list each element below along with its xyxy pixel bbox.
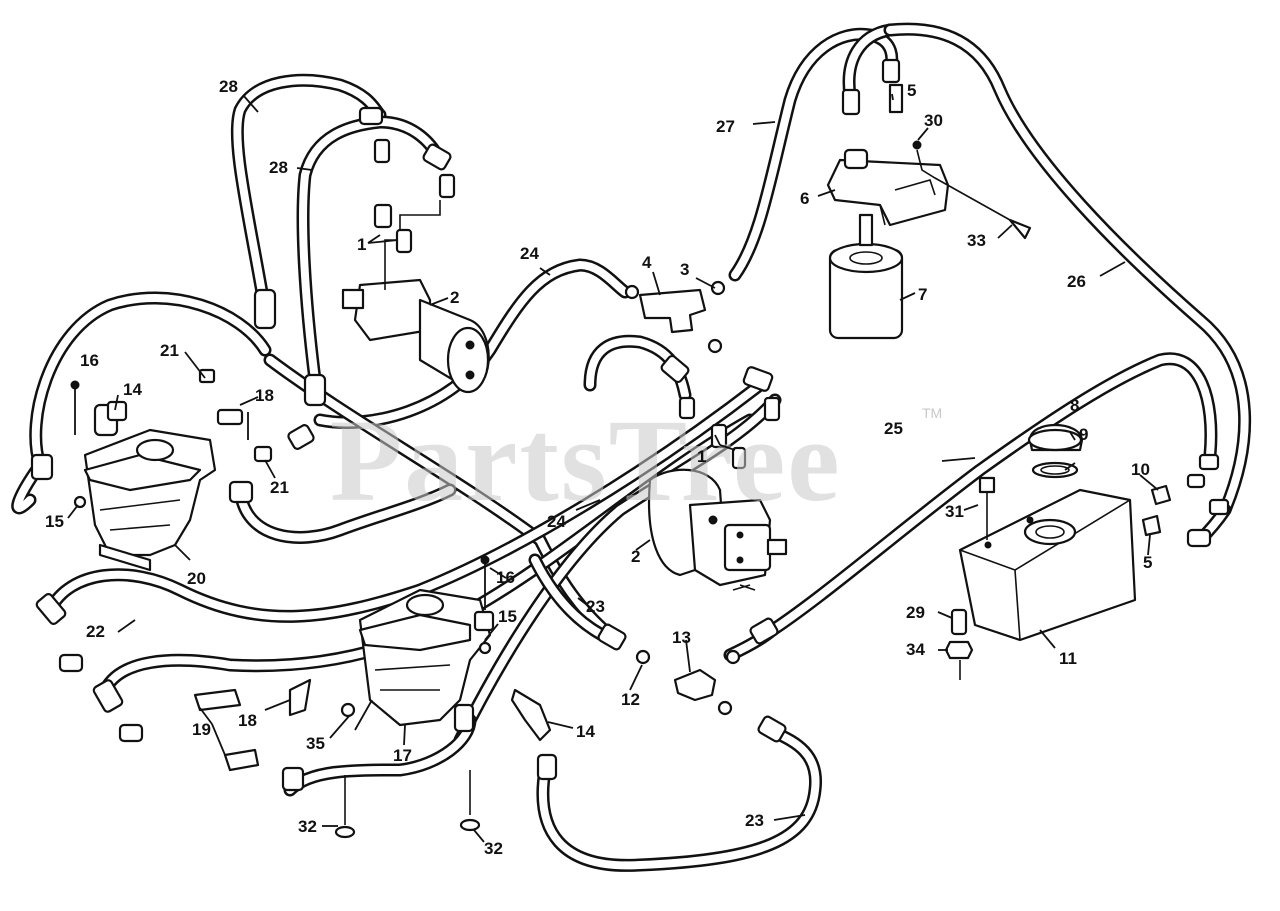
callout-9: 9 — [1079, 425, 1088, 444]
callout-7: 7 — [918, 285, 927, 304]
fitting — [678, 396, 696, 420]
fitting — [749, 617, 779, 645]
callout-24: 24 — [520, 244, 539, 263]
callout-3: 3 — [680, 260, 689, 279]
callout-20: 20 — [187, 569, 206, 588]
fitting — [228, 480, 254, 504]
callout-11: 11 — [1059, 649, 1077, 668]
hydraulic-motor-2-upper — [341, 200, 490, 394]
callout-1: 1 — [697, 447, 706, 466]
fitting — [373, 138, 391, 164]
callout-15: 15 — [498, 607, 517, 626]
fitting — [253, 288, 277, 330]
tank-cap-8 — [1027, 423, 1084, 452]
fitting — [763, 396, 781, 422]
watermark-text: PartsTree — [330, 395, 842, 526]
callout-27: 27 — [716, 117, 735, 136]
fitting — [660, 354, 690, 384]
callout-35: 35 — [306, 734, 325, 753]
callout-34: 34 — [906, 640, 925, 659]
fitting — [303, 373, 327, 407]
callout-10: 10 — [1131, 460, 1150, 479]
callout-22: 22 — [86, 622, 105, 641]
callout-13: 13 — [672, 628, 691, 647]
callout-32: 32 — [298, 817, 317, 836]
fitting — [30, 453, 54, 481]
callout-4: 4 — [642, 253, 652, 272]
pump-assembly-20 — [73, 368, 273, 572]
trademark-mark: TM — [922, 405, 942, 421]
fitting — [358, 106, 384, 126]
fitting — [757, 715, 787, 743]
fitting — [438, 173, 456, 199]
callout-18: 18 — [238, 711, 257, 730]
callout-16: 16 — [80, 351, 99, 370]
fitting — [118, 723, 144, 743]
bolt-31 — [978, 476, 996, 540]
fitting — [287, 424, 315, 450]
fitting — [1208, 498, 1230, 516]
cap-gasket-9 — [1031, 461, 1079, 479]
fitting — [597, 623, 627, 651]
fitting — [841, 88, 861, 116]
callout-15: 15 — [45, 512, 64, 531]
callout-1: 1 — [357, 235, 366, 254]
callout-14: 14 — [576, 722, 595, 741]
bolts — [70, 380, 751, 839]
fitting — [536, 753, 558, 781]
callout-21: 21 — [270, 478, 289, 497]
fitting — [58, 653, 84, 673]
callout-16: 16 — [496, 568, 515, 587]
callout-30: 30 — [924, 111, 943, 130]
callout-5: 5 — [1143, 553, 1152, 572]
callout-31: 31 — [945, 502, 964, 521]
callout-33: 33 — [967, 231, 986, 250]
filter-head-6 — [826, 140, 1032, 240]
fitting — [453, 703, 475, 733]
callout-23: 23 — [745, 811, 764, 830]
fitting — [35, 593, 67, 625]
callout-8: 8 — [1070, 396, 1079, 415]
fitting — [281, 766, 305, 792]
pump-assembly-17 — [193, 560, 552, 772]
callout-18: 18 — [255, 386, 274, 405]
callout-29: 29 — [906, 603, 925, 622]
callout-28: 28 — [219, 77, 238, 96]
callout-2: 2 — [631, 547, 640, 566]
hose-fittings — [30, 58, 1230, 792]
callout-26: 26 — [1067, 272, 1086, 291]
callout-2: 2 — [450, 288, 459, 307]
callout-6: 6 — [800, 189, 809, 208]
fitting — [1186, 473, 1206, 489]
hydraulic-motor-2-lower — [648, 423, 788, 591]
hydraulic-tank-11 — [958, 488, 1137, 642]
callout-19: 19 — [192, 720, 211, 739]
oil-filter-7 — [828, 213, 904, 340]
fitting — [742, 366, 774, 392]
fitting — [881, 58, 901, 84]
callout-14: 14 — [123, 380, 142, 399]
callout-25: 25 — [884, 419, 903, 438]
fitting — [422, 143, 452, 171]
callout-28: 28 — [269, 158, 288, 177]
fitting — [1198, 453, 1220, 471]
callout-5: 5 — [907, 81, 916, 100]
fitting — [92, 679, 124, 713]
tee-fitting-13 — [635, 649, 741, 716]
hose-lines — [11, 22, 1252, 872]
callout-24: 24 — [547, 512, 566, 531]
fittings-5-10 — [888, 83, 1172, 537]
callout-21: 21 — [160, 341, 179, 360]
callout-23: 23 — [586, 597, 605, 616]
spacer-29-nut-34 — [944, 608, 974, 680]
callout-32: 32 — [484, 839, 503, 858]
callout-12: 12 — [621, 690, 640, 709]
tee-fitting-4 — [624, 280, 726, 354]
callout-17: 17 — [393, 746, 412, 765]
fitting — [1186, 528, 1212, 548]
leader-lines — [67, 93, 1159, 843]
callout-labels: 28 28 1 2 24 4 3 27 5 30 6 33 7 26 21 16… — [45, 77, 1152, 858]
